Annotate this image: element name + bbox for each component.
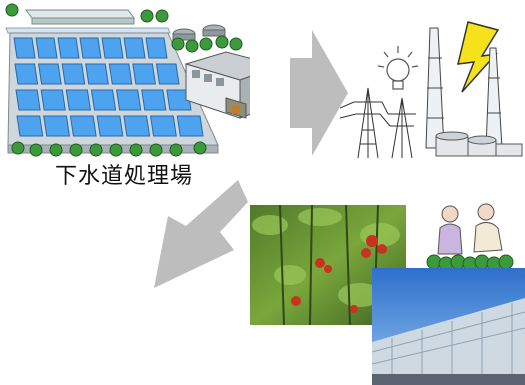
aeration-tank [108, 63, 133, 85]
aeration-tank [123, 37, 146, 59]
greenhouse-photo [372, 268, 525, 385]
factory-building [184, 51, 250, 119]
aeration-tank [90, 89, 117, 111]
shrub [109, 143, 123, 157]
aeration-tank [85, 63, 109, 85]
aeration-tank [57, 37, 80, 59]
caption-sewage-plant: 下水道処理場 [54, 164, 193, 189]
aeration-tanks [13, 37, 204, 137]
shrub [185, 39, 199, 53]
aeration-tank [145, 37, 168, 59]
shrub [193, 141, 207, 155]
aeration-tank [43, 115, 71, 137]
aeration-tank [61, 63, 86, 85]
shrub [215, 35, 229, 49]
power-station-illustration [340, 21, 523, 159]
shrub [169, 143, 183, 157]
aeration-tank [96, 115, 124, 137]
shrub [129, 143, 143, 157]
aeration-tank [149, 115, 177, 137]
aeration-tank [166, 89, 192, 111]
shrub [49, 143, 63, 157]
aeration-tank [13, 37, 36, 59]
shrub [69, 143, 83, 157]
shrub [155, 9, 169, 23]
aeration-tank [79, 37, 102, 59]
aeration-tank [65, 89, 92, 111]
shrub [199, 37, 213, 51]
clarifier-tanks [172, 24, 226, 41]
aeration-tank [40, 89, 66, 111]
shrub [229, 37, 243, 51]
shrub [140, 9, 154, 23]
shrub [89, 143, 103, 157]
shrub [29, 143, 43, 157]
arrow-right-icon [290, 30, 348, 156]
sewage-plant-illustration [5, 3, 250, 157]
shrub-row [5, 3, 243, 157]
aeration-tank [123, 115, 151, 137]
lightning-icon [457, 21, 500, 93]
arrow-down-left-icon [154, 180, 248, 288]
aeration-tank [16, 115, 44, 137]
aeration-tank [69, 115, 97, 137]
aeration-tank [37, 63, 62, 85]
aeration-tank [155, 63, 180, 85]
aeration-tank [35, 37, 58, 59]
aeration-tank [141, 89, 167, 111]
shrub [171, 37, 185, 51]
light-bulb-icon [377, 46, 419, 90]
walkway [5, 27, 171, 34]
shrub [149, 143, 163, 157]
aeration-tank [176, 115, 204, 137]
shrub [11, 141, 25, 155]
aeration-tank [15, 89, 41, 111]
plant-buildings [435, 131, 523, 157]
aeration-tank [115, 89, 142, 111]
shrub [5, 3, 19, 17]
aeration-tank [14, 63, 39, 85]
control-building-top [25, 9, 135, 25]
aeration-tank [132, 63, 157, 85]
aeration-tank [101, 37, 124, 59]
transmission-towers [340, 87, 416, 159]
